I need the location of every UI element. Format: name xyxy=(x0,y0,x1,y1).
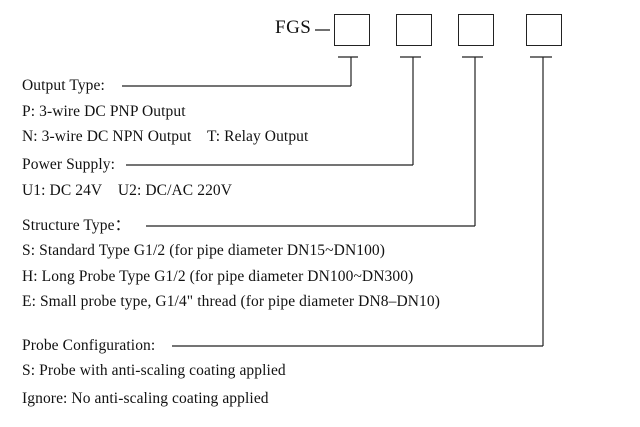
section-title-power-supply: Power Supply: xyxy=(22,156,116,173)
code-box-probe-configuration xyxy=(526,14,562,46)
code-box-power-supply xyxy=(396,14,432,46)
option-probe-anti-scaling: S: Probe with anti-scaling coating appli… xyxy=(22,362,286,379)
option-power-supply: U1: DC 24V U2: DC/AC 220V xyxy=(22,182,233,199)
section-title-probe-configuration: Probe Configuration: xyxy=(22,337,156,354)
section-title-structure-type: Structure Type： xyxy=(22,217,131,234)
option-probe-ignore: Ignore: No anti-scaling coating applied xyxy=(22,390,269,407)
option-output-npn-relay: N: 3-wire DC NPN Output T: Relay Output xyxy=(22,128,309,145)
option-output-pnp: P: 3-wire DC PNP Output xyxy=(22,103,186,120)
section-title-output-type: Output Type: xyxy=(22,77,105,94)
code-box-output-type xyxy=(334,14,370,46)
option-structure-standard: S: Standard Type G1/2 (for pipe diameter… xyxy=(22,242,386,259)
option-structure-small-probe: E: Small probe type, G1/4" thread (for p… xyxy=(22,293,441,310)
code-box-structure-type xyxy=(458,14,494,46)
model-prefix: FGS xyxy=(275,17,312,38)
option-structure-long-probe: H: Long Probe Type G1/2 (for pipe diamet… xyxy=(22,268,414,285)
